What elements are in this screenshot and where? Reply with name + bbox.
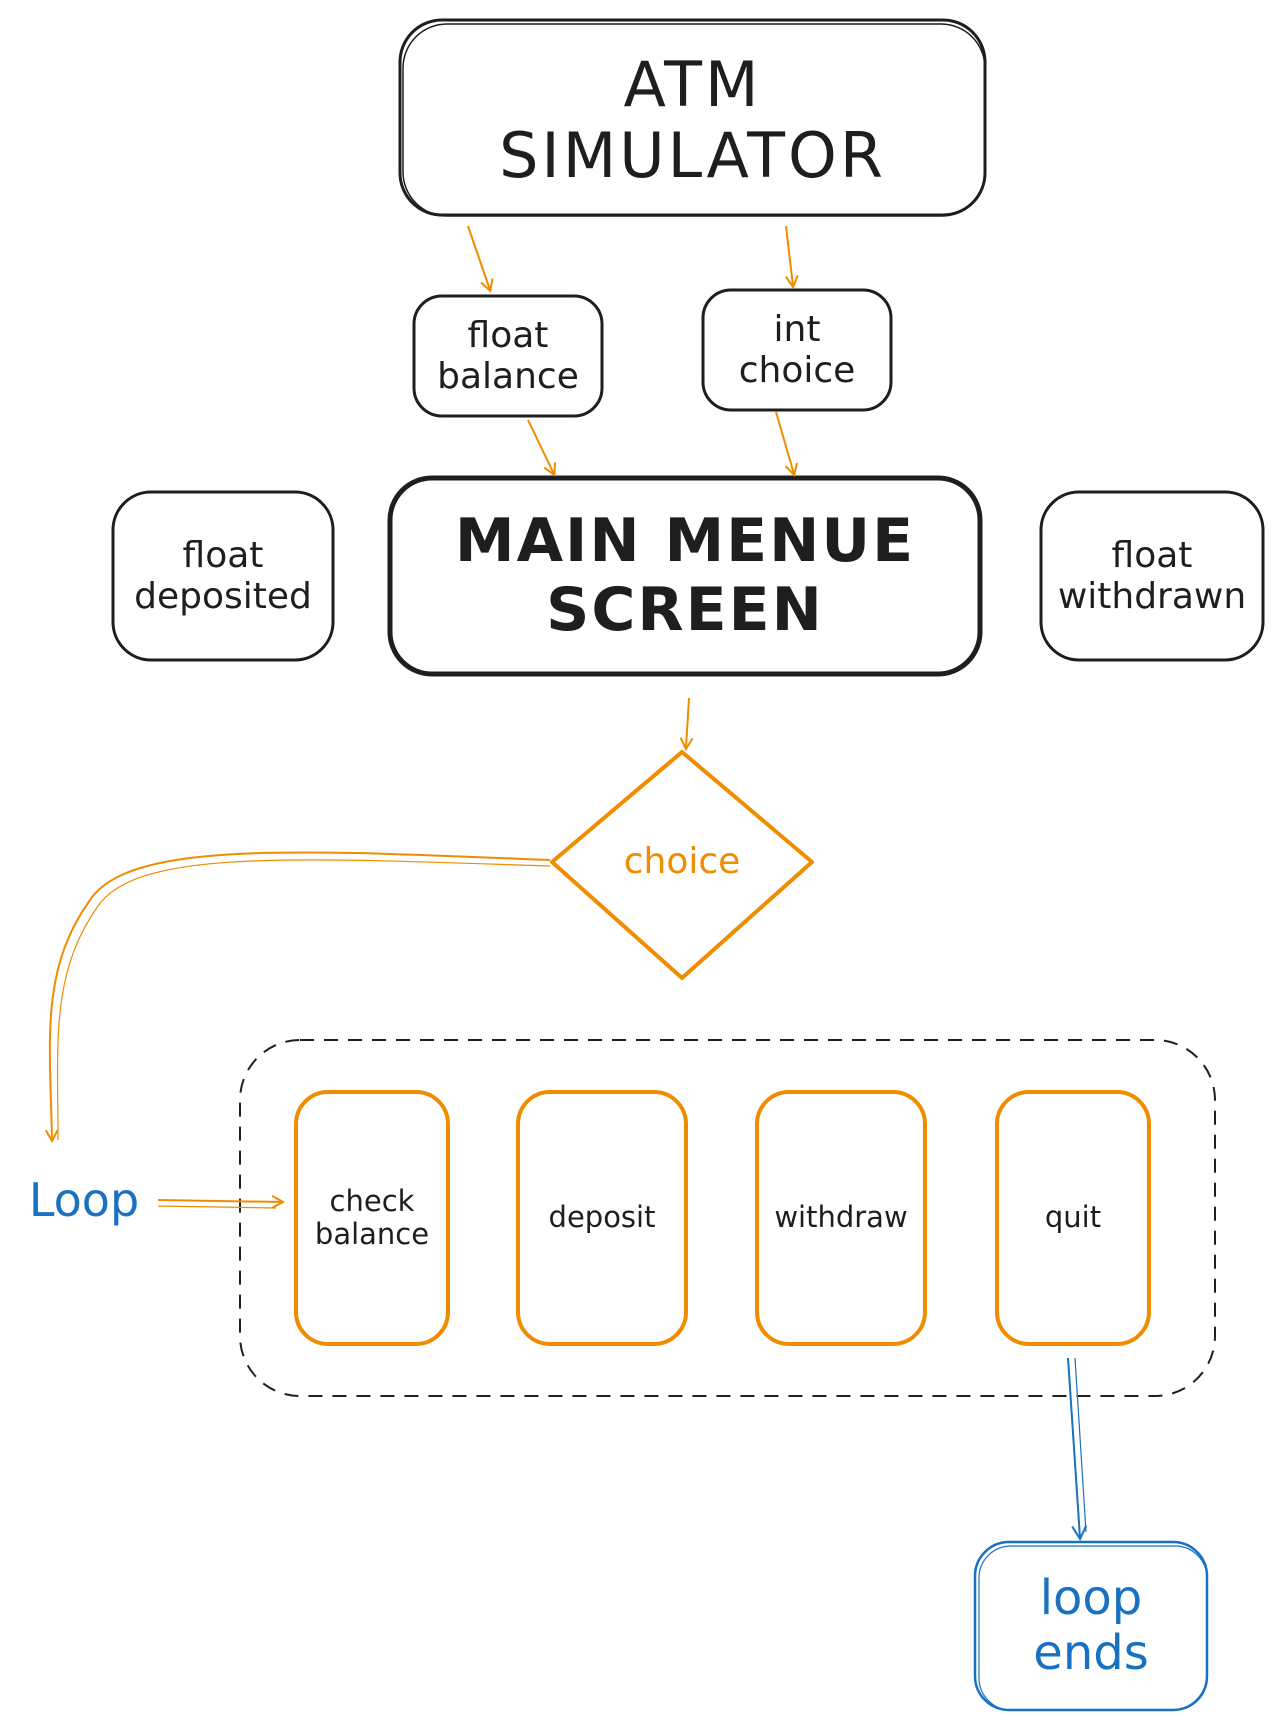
float-balance-line2: balance bbox=[437, 356, 579, 397]
check-balance-line1: check bbox=[329, 1183, 415, 1218]
float-deposited-label: float deposited bbox=[113, 492, 333, 660]
loop-ends-box bbox=[973, 1540, 1209, 1712]
choice-label: choice bbox=[582, 832, 782, 892]
options-container bbox=[239, 1039, 1216, 1397]
float-withdrawn-line1: float bbox=[1111, 534, 1193, 576]
float-withdrawn-line2: withdrawn bbox=[1057, 576, 1247, 617]
main-menu-label: MAIN MENUE SCREEN bbox=[390, 480, 980, 672]
withdraw-text: withdraw bbox=[774, 1200, 908, 1235]
float-withdrawn-box bbox=[1039, 490, 1265, 662]
float-deposited-line2: deposited bbox=[134, 576, 312, 617]
float-deposited-box bbox=[111, 490, 335, 662]
option-check-balance-label: check balance bbox=[296, 1092, 448, 1344]
option-check-balance-box bbox=[294, 1090, 450, 1346]
title-line1: ATM bbox=[623, 47, 762, 121]
option-withdraw-box bbox=[755, 1090, 927, 1346]
deposit-text: deposit bbox=[548, 1200, 656, 1235]
choice-diamond bbox=[550, 750, 814, 980]
arrow-choice-to-loop bbox=[50, 851, 551, 1140]
title-box bbox=[398, 18, 987, 217]
int-choice-line2: choice bbox=[738, 350, 856, 391]
main-menu-box bbox=[387, 475, 983, 677]
arrow-title-to-choice bbox=[785, 225, 793, 286]
title-label: ATM SIMULATOR bbox=[400, 25, 985, 215]
loop-label: Loop bbox=[14, 1170, 154, 1230]
int-choice-box bbox=[701, 288, 893, 412]
main-menu-line2: SCREEN bbox=[546, 575, 824, 645]
arrow-balance-to-menu bbox=[527, 419, 554, 474]
int-choice-line1: int bbox=[773, 308, 821, 350]
loop-text: Loop bbox=[28, 1172, 140, 1227]
option-quit-label: quit bbox=[997, 1092, 1149, 1344]
int-choice-label: int choice bbox=[703, 290, 891, 410]
loop-ends-line2: ends bbox=[1033, 1625, 1149, 1681]
option-deposit-label: deposit bbox=[518, 1092, 686, 1344]
loop-ends-label: loop ends bbox=[975, 1542, 1207, 1710]
main-menu-line1: MAIN MENUE bbox=[454, 506, 916, 576]
float-balance-label: float balance bbox=[414, 296, 602, 416]
arrow-choice-to-menu bbox=[775, 411, 794, 474]
title-line2: SIMULATOR bbox=[499, 119, 886, 192]
arrow-menu-to-choice bbox=[686, 697, 689, 748]
arrow-title-to-balance bbox=[467, 225, 490, 290]
float-withdrawn-label: float withdrawn bbox=[1041, 492, 1263, 660]
float-deposited-line1: float bbox=[182, 534, 264, 576]
option-deposit-box bbox=[516, 1090, 688, 1346]
loop-ends-line1: loop bbox=[1039, 1569, 1143, 1626]
float-balance-line1: float bbox=[467, 314, 549, 356]
option-withdraw-label: withdraw bbox=[757, 1092, 925, 1344]
float-balance-box bbox=[412, 294, 604, 418]
arrow-quit-to-loop-ends bbox=[1067, 1357, 1086, 1538]
check-balance-line2: balance bbox=[314, 1217, 430, 1251]
quit-text: quit bbox=[1044, 1200, 1102, 1235]
choice-text: choice bbox=[623, 841, 741, 883]
option-quit-box bbox=[995, 1090, 1151, 1346]
arrow-loop-to-options bbox=[157, 1200, 282, 1208]
